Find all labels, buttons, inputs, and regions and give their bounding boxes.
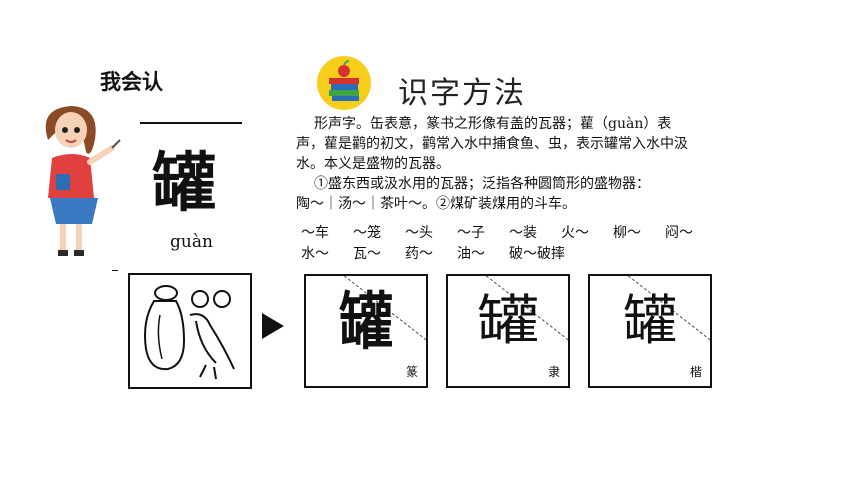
script-label: 楷 (689, 365, 702, 379)
script-label: 篆 (405, 365, 418, 379)
example-word: 火～ (561, 225, 589, 241)
examples-row: 水～ 瓦～ 药～ 油～ 破～破摔 (301, 243, 721, 263)
right-triangle-arrow (262, 313, 284, 339)
regular-script-box: 罐 楷 (588, 274, 712, 388)
definition-line: ①盛东西或汲水用的瓦器；泛指各种圆筒形的盛物器： (314, 176, 650, 192)
definition-line: 陶～｜汤～｜茶叶～。②煤矿装煤用的斗车。 (296, 196, 576, 212)
example-word: ～子 (457, 225, 485, 241)
definition-line: 形声字。缶表意，篆书之形像有盖的瓦器；雚（guàn）表 (314, 116, 672, 132)
script-label: 隶 (547, 365, 560, 379)
clerical-script-char: 罐 (476, 289, 540, 352)
clerical-script-box: 罐 隶 (446, 274, 570, 388)
books-apple-icon (317, 56, 371, 110)
example-word: 水～ (301, 246, 329, 262)
divider-line (112, 270, 118, 271)
pinyin: guàn (170, 232, 213, 252)
example-word: ～头 (405, 225, 433, 241)
example-word: ～笼 (353, 225, 381, 241)
example-word: 柳～ (613, 225, 641, 241)
section-heading: 我会认 (100, 70, 163, 94)
divider-line (140, 122, 242, 124)
example-word: 破～破摔 (509, 246, 565, 262)
definition: 形声字。缶表意，篆书之形像有盖的瓦器；雚（guàn）表 声，雚是鹳的初文，鹳常入… (296, 114, 726, 214)
example-word: 油～ (457, 246, 485, 262)
regular-script-char: 罐 (623, 289, 677, 352)
examples-row: ～车 ～笼 ～头 ～子 ～装 火～ 柳～ 闷～ (301, 222, 721, 242)
example-word: 闷～ (665, 225, 693, 241)
main-character: 罐 (152, 146, 216, 221)
teacher-illustration (34, 100, 124, 260)
seal-script-char: 罐 (339, 284, 393, 358)
example-word: 瓦～ (353, 246, 381, 262)
definition-line: 声，雚是鹳的初文，鹳常入水中捕食鱼、虫，表示罐常入水中汲 (296, 136, 688, 152)
example-word: 药～ (405, 246, 433, 262)
example-word: ～装 (509, 225, 537, 241)
example-word: ～车 (301, 225, 329, 241)
definition-line: 水。本义是盛物的瓦器。 (296, 156, 450, 172)
jar-and-bird-pictograph (128, 273, 252, 389)
method-title: 识字方法 (398, 76, 526, 111)
seal-script-box: 罐 篆 (304, 274, 428, 388)
